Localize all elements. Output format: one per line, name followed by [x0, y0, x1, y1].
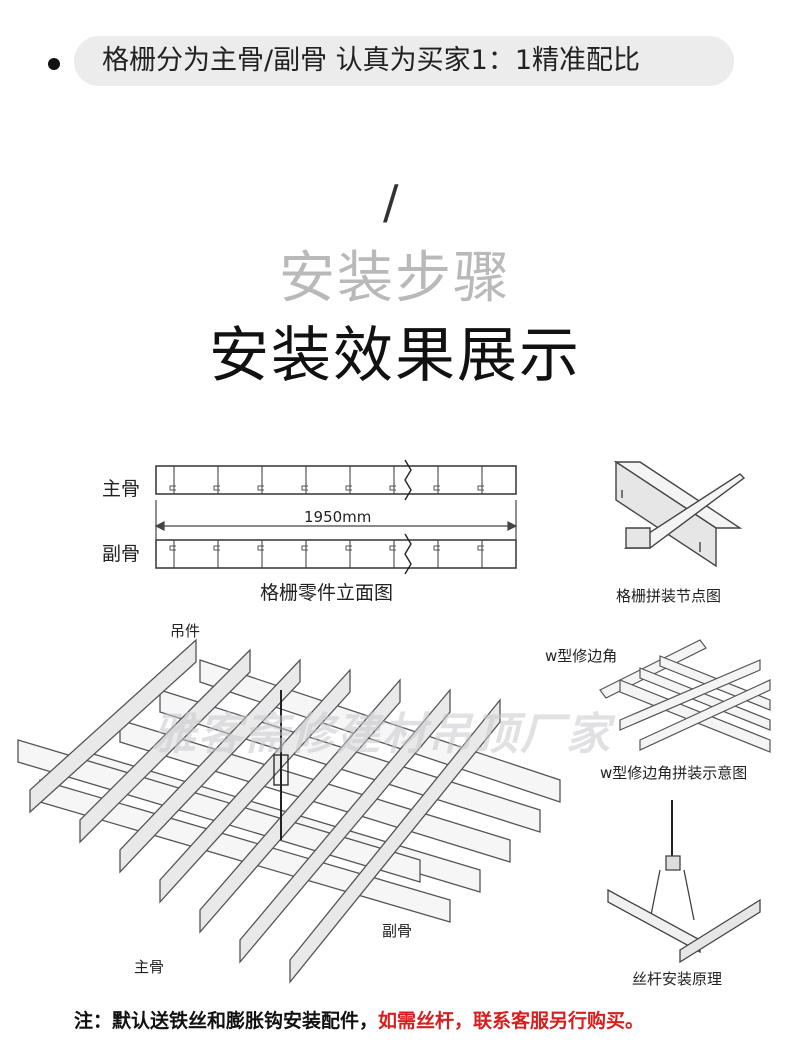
rod-principle	[607, 800, 761, 964]
sub-bone-label: 副骨	[102, 543, 141, 565]
w-corner-assembly	[599, 639, 771, 753]
install-note: 注：默认送铁丝和膨胀钩安装配件，如需丝杆，联系客服另行购买。	[74, 1006, 644, 1033]
node-caption: 格栅拼装节点图	[616, 587, 722, 605]
rod-caption: 丝杆安装原理	[632, 970, 723, 988]
w-corner-caption: w型修边角拼装示意图	[600, 764, 748, 782]
sub-bone-elevation	[155, 533, 517, 575]
grid-main-label: 主骨	[134, 958, 165, 976]
w-corner-label: w型修边角	[545, 647, 618, 665]
steps-title: 安装步骤	[279, 246, 511, 311]
title-slash: /	[383, 175, 399, 229]
effect-title: 安装效果展示	[209, 321, 581, 391]
note-highlight: 如需丝杆，联系客服另行购买。	[378, 1010, 645, 1032]
ceiling-grid	[17, 638, 561, 984]
hanger-label: 吊件	[170, 622, 201, 640]
header-text: 格栅分为主骨/副骨 认真为买家1：1精准配比	[102, 45, 641, 76]
main-bone-label: 主骨	[102, 478, 141, 500]
bullet-icon	[48, 58, 60, 70]
node-assembly	[613, 460, 746, 568]
header-pill	[74, 36, 734, 86]
elevation-caption: 格栅零件立面图	[260, 582, 394, 604]
watermark: 雅客斋修建材吊顶厂家	[152, 709, 612, 760]
note-prefix: 注：默认送铁丝和膨胀钩安装配件，	[74, 1010, 379, 1032]
length-label: 1950mm	[304, 508, 372, 526]
dimension-line	[154, 500, 518, 540]
main-bone-elevation	[155, 459, 517, 501]
grid-sub-label: 副骨	[382, 922, 413, 940]
